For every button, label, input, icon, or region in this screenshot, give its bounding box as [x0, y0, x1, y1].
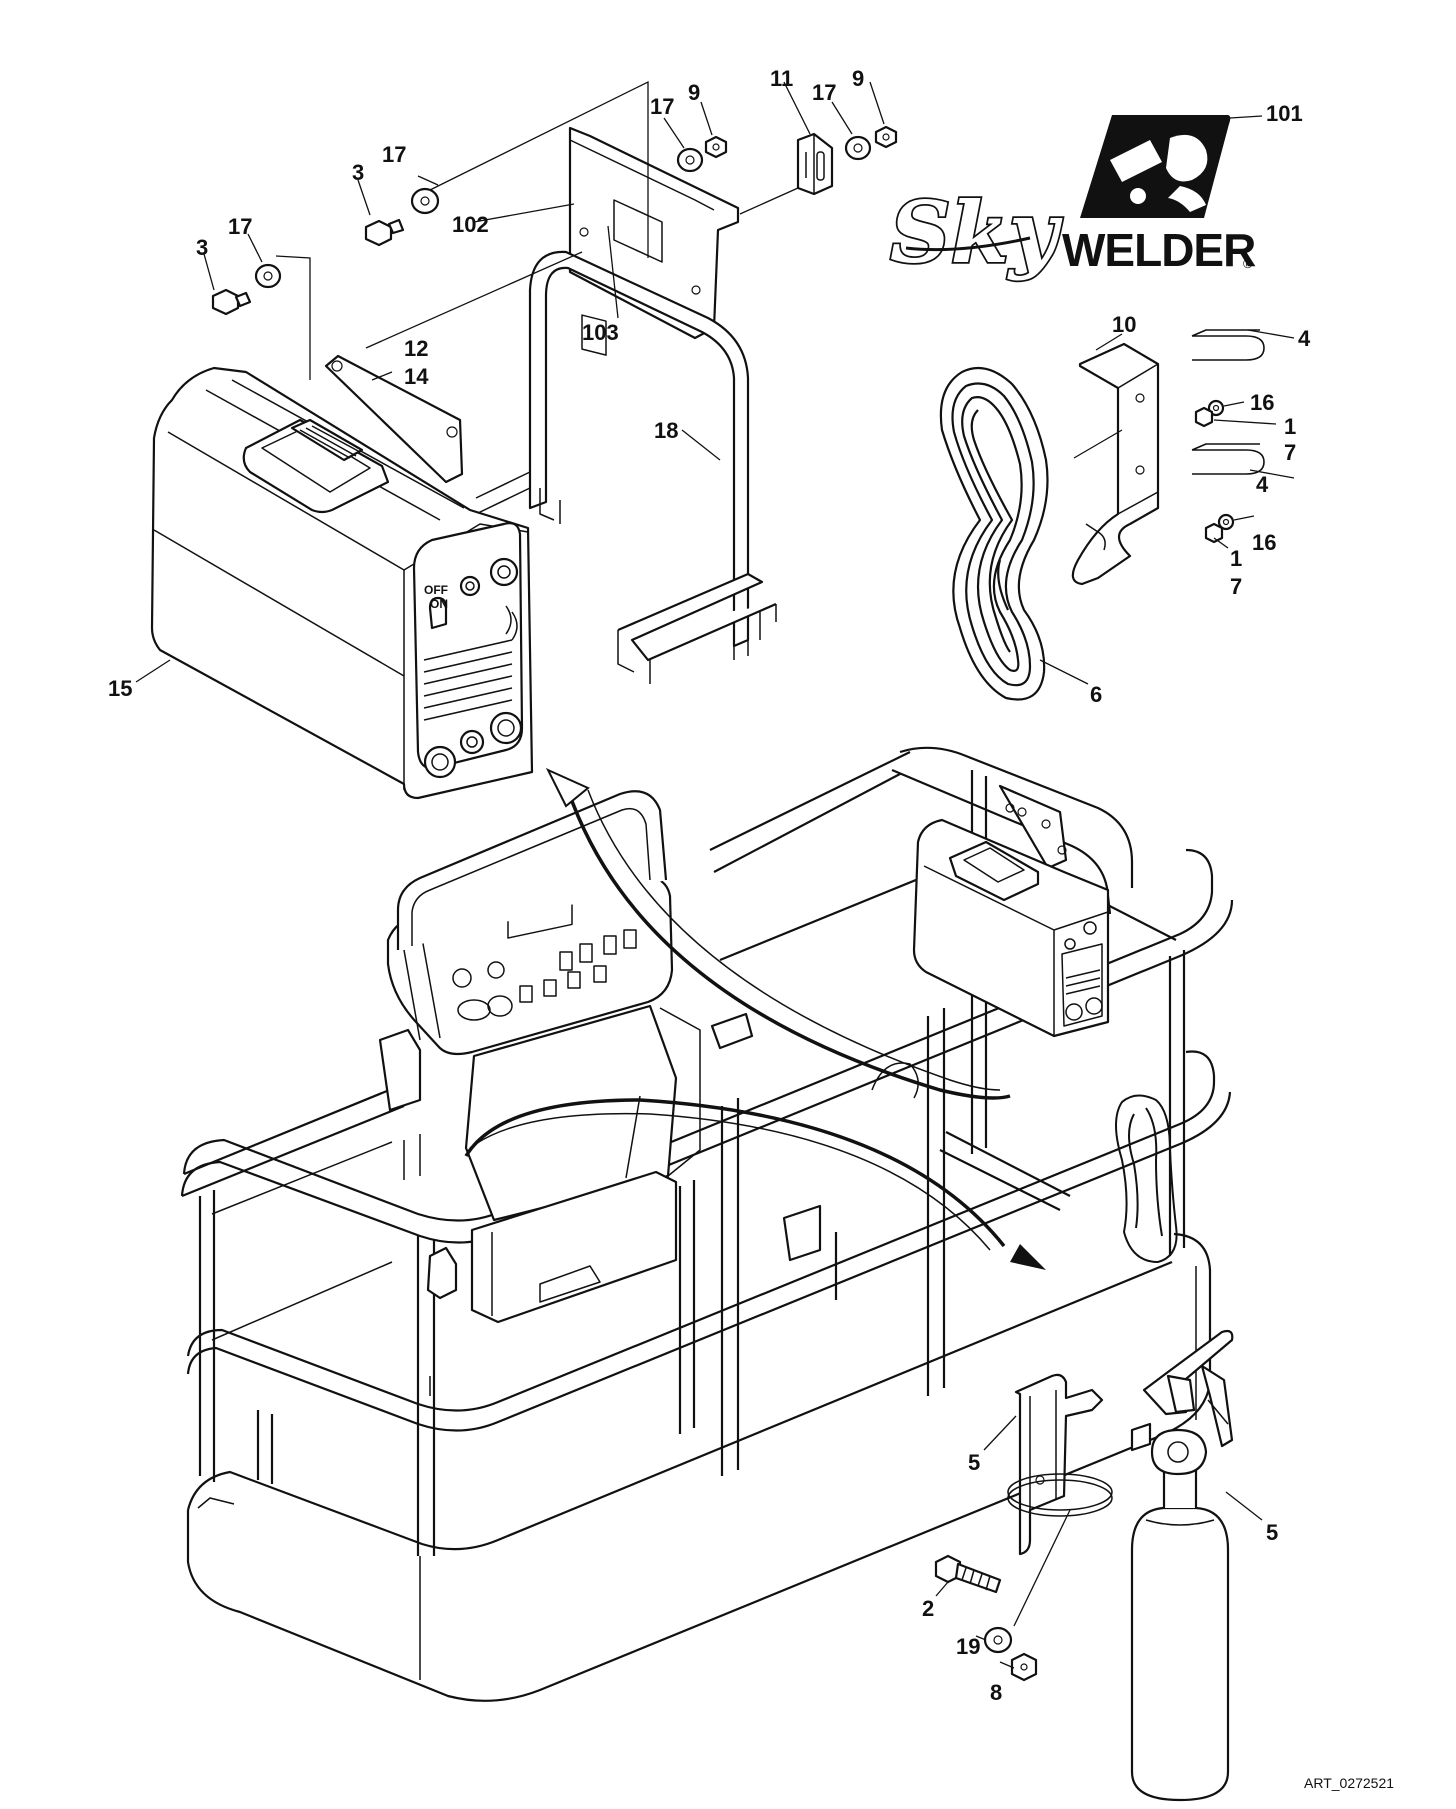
- control-console: [378, 790, 822, 1324]
- callout-14: 14: [404, 364, 429, 389]
- art-number: ART_0272521: [1304, 1775, 1394, 1791]
- washer-17-upper: [410, 187, 440, 215]
- arrow-head-down: [1010, 1244, 1046, 1270]
- callout-16-lower: 16: [1252, 530, 1276, 555]
- fire-extinguisher-5: [1130, 1329, 1234, 1802]
- platform-basket: [180, 746, 1234, 1702]
- callout-3-upper: 3: [352, 160, 364, 185]
- bolt-3-left: [211, 288, 252, 316]
- callout-labels: 101 102 103 3 3 17 17 17 9 11 17 9 12 14…: [108, 66, 1311, 1705]
- callout-1-upper: 1: [1284, 414, 1296, 439]
- callout-19: 19: [956, 1634, 980, 1659]
- stinger-holder-10: [1071, 329, 1265, 586]
- callout-103: 103: [582, 320, 619, 345]
- welder-off-label: OFF: [424, 583, 448, 597]
- callout-5-extinguisher: 5: [1266, 1520, 1278, 1545]
- nut-8: [1010, 1652, 1038, 1682]
- callout-9-clip: 9: [852, 66, 864, 91]
- bolt-2: [934, 1554, 1002, 1594]
- callout-18: 18: [654, 418, 678, 443]
- callout-10: 10: [1112, 312, 1136, 337]
- welder-mounted: [871, 784, 1178, 1263]
- callout-11: 11: [770, 66, 793, 91]
- clip-11: [796, 132, 834, 196]
- hardware-top: [211, 125, 898, 316]
- extinguisher-bracket-5: [1007, 1373, 1113, 1556]
- callout-101: 101: [1266, 101, 1303, 126]
- callout-17-upper: 17: [382, 142, 406, 167]
- nut-9-bracket: [704, 135, 728, 159]
- callout-5-bracket: 5: [968, 1450, 980, 1475]
- callout-102: 102: [452, 212, 489, 237]
- logo-block-text: WELDER: [1062, 224, 1256, 276]
- callout-6: 6: [1090, 682, 1102, 707]
- callout-7-lower: 7: [1230, 574, 1242, 599]
- installation-arrows: [464, 767, 1046, 1270]
- callout-4-lower: 4: [1256, 472, 1269, 497]
- skywelder-logo: Sky WELDER ®: [888, 115, 1257, 284]
- callout-2: 2: [922, 1596, 934, 1621]
- mounting-bracket-18: [475, 126, 777, 684]
- callout-7-upper: 7: [1284, 440, 1296, 465]
- leader-lines: [135, 80, 1295, 1669]
- logo-registered-mark: ®: [1243, 256, 1253, 271]
- callout-1-lower: 1: [1230, 546, 1242, 571]
- arrow-console-to-floor: [464, 1098, 1006, 1248]
- callout-8: 8: [990, 1680, 1002, 1705]
- arrow-welder-to-basket-path: [566, 789, 1011, 1100]
- arrow-head-up: [545, 767, 590, 808]
- cable-coil-6: [939, 366, 1049, 701]
- bolt-3-upper: [364, 218, 405, 247]
- callout-4-upper: 4: [1298, 326, 1311, 351]
- callout-12: 12: [404, 336, 428, 361]
- callout-3-left: 3: [196, 235, 208, 260]
- callout-17-clip: 17: [812, 80, 836, 105]
- washer-19: [983, 1626, 1013, 1654]
- washer-17-clip: [844, 135, 872, 161]
- nut-9-clip: [874, 125, 898, 149]
- welder-on-label: ON: [430, 597, 448, 611]
- logo-script-text: Sky: [890, 183, 1063, 282]
- welder-unit-15: OFF ON: [150, 354, 534, 800]
- callout-17-bracket: 17: [650, 94, 674, 119]
- washer-17-left: [254, 263, 282, 289]
- callout-17-left: 17: [228, 214, 252, 239]
- callout-15: 15: [108, 676, 132, 701]
- callout-9-bracket: 9: [688, 80, 700, 105]
- callout-16-upper: 16: [1250, 390, 1274, 415]
- hardware-bottom: [934, 1554, 1038, 1682]
- washer-17-bracket: [676, 147, 704, 173]
